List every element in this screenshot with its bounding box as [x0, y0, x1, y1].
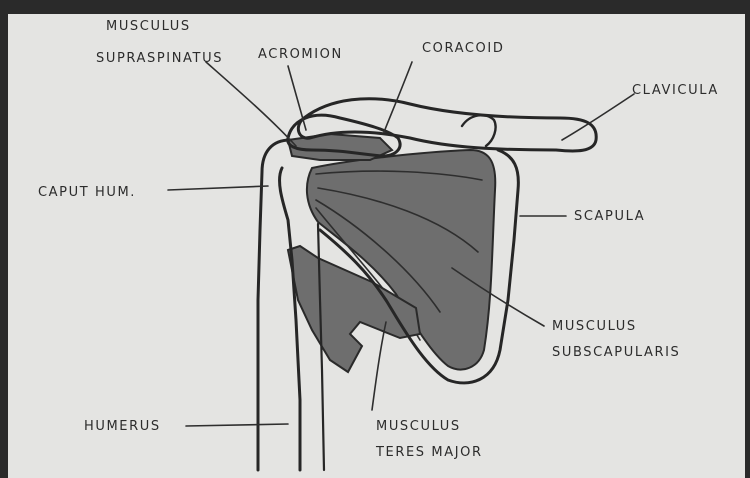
label-coracoid: CORACOID [422, 41, 504, 56]
label-musculus-teres-major-1: MUSCULUS [376, 419, 461, 434]
label-clavicula: CLAVICULA [632, 83, 719, 98]
label-musculus-teres-major-2: TERES MAJOR [375, 445, 483, 460]
leader-acromion [288, 66, 306, 130]
leader-coracoid [384, 62, 412, 132]
label-caput-hum: CAPUT HUM. [38, 185, 136, 200]
label-musculus-subscapularis-2: SUBSCAPULARIS [552, 345, 680, 360]
humerus-outline-left [258, 140, 290, 470]
label-humerus: HUMERUS [84, 419, 161, 434]
leader-clavicula [562, 94, 634, 140]
label-musculus-supraspinatus-2: SUPRASPINATUS [96, 51, 223, 66]
leader-supraspinatus [206, 62, 296, 146]
label-musculus-supraspinatus-1: MUSCULUS [106, 19, 191, 34]
label-scapula: SCAPULA [574, 209, 645, 224]
coracoid-outline [462, 115, 496, 146]
leader-teres-major [372, 322, 386, 410]
leader-humerus [186, 424, 288, 426]
leader-caput-hum [168, 186, 268, 190]
label-acromion: ACROMION [258, 47, 343, 62]
label-musculus-subscapularis-1: MUSCULUS [552, 319, 637, 334]
